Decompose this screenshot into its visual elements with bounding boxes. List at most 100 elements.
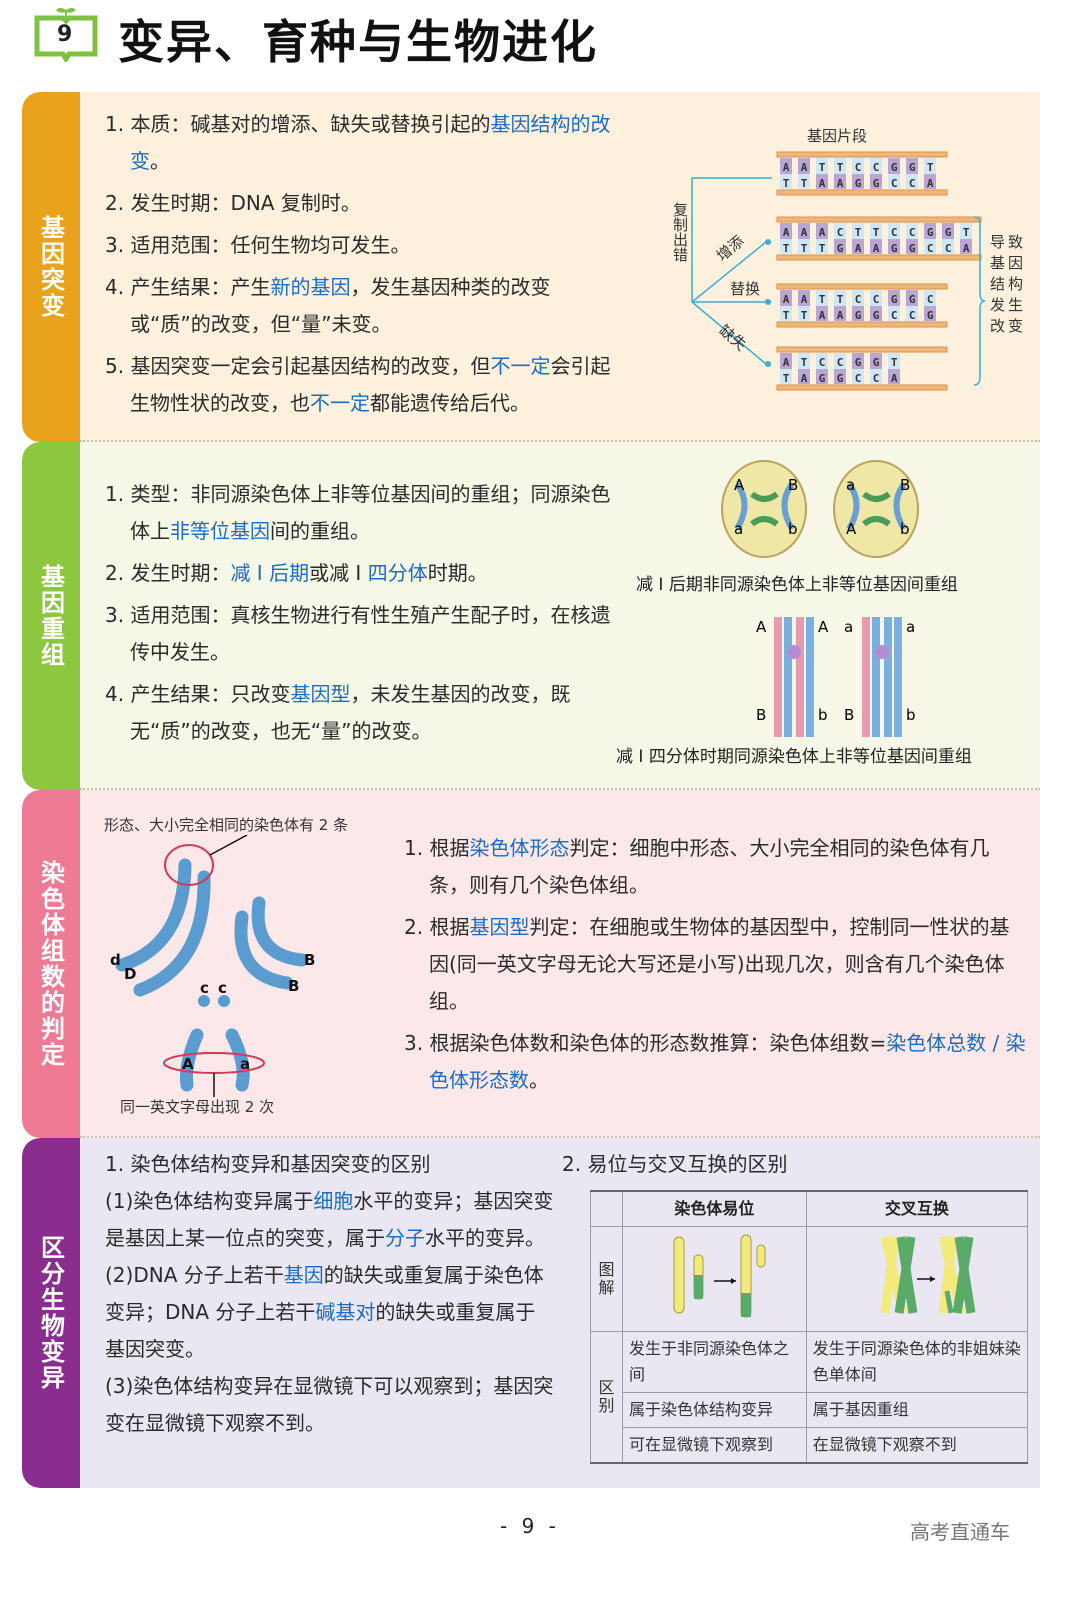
mutation-type-label: 替换 <box>730 280 760 298</box>
row-label: 区别 <box>590 1331 623 1464</box>
gene-label: a <box>906 618 915 636</box>
gene-label: a <box>846 476 855 494</box>
highlight-term: 基因型 <box>469 915 530 939</box>
result-label: 结构 <box>990 275 1026 293</box>
text-run: 或减 Ⅰ <box>309 561 368 585</box>
list-item: 4. 产生结果：只改变基因型，未发生基因的改变，既无“质”的改变，也无“量”的改… <box>105 676 630 750</box>
gene-label: b <box>818 706 828 724</box>
text-run: (1)染色体结构变异属于 <box>105 1189 314 1213</box>
highlight-term: 碱基对 <box>315 1300 376 1324</box>
arrow-icon <box>691 301 767 365</box>
figure-caption-1: 减 Ⅰ 后期非同源染色体上非等位基因间重组 <box>636 575 958 595</box>
list-item: (2)DNA 分子上若干基因的缺失或重复属于染色体变异；DNA 分子上若干碱基对… <box>105 1257 555 1368</box>
result-label: 导致 <box>990 233 1026 251</box>
text-run: 3. 适用范围：真核生物进行有性生殖产生配子时，在核遗传中发生。 <box>105 603 611 664</box>
mutated-gene-segment: ATCCGGT TAGGCCA <box>776 346 948 391</box>
text-run: 2. 发生时期：DNA 复制时。 <box>105 191 361 215</box>
brace <box>973 216 986 386</box>
text-run: 1. 根据 <box>404 836 470 860</box>
section-tab: 区分生物变异 <box>22 1138 80 1488</box>
section-tab: 基因突变 <box>22 92 80 442</box>
text-run: (3)染色体结构变异在显微镜下可以观察到；基因突变在显微镜下观察不到。 <box>105 1374 554 1435</box>
gene-label: c <box>218 979 227 997</box>
table-cell: 在显微镜下观察不到 <box>805 1427 1029 1464</box>
list-item: 4. 产生结果：产生新的基因，发生基因种类的改变或“质”的改变，但“量”未变。 <box>105 269 625 343</box>
list-item: 5. 基因突变一定会引起基因结构的改变，但不一定会引起生物性状的改变，也不一定都… <box>105 348 625 422</box>
gene-label: d <box>110 951 121 969</box>
text-run: 会引起生物性状的改变，也 <box>130 354 611 415</box>
chromosome <box>180 1028 204 1092</box>
chromosome <box>133 870 211 997</box>
text-run: 时期。 <box>427 561 488 585</box>
figure-caption-2: 减 Ⅰ 四分体时期同源染色体上非等位基因间重组 <box>616 747 972 767</box>
text-run: 判定：细胞中形态、大小完全相同的染色体有几条，则有几个染色体组。 <box>429 836 990 897</box>
gene-label: a <box>734 520 743 538</box>
page-title: 变异、育种与生物进化 <box>118 15 598 69</box>
list-item: 2. 发生时期：DNA 复制时。 <box>105 185 625 222</box>
text-run: ，未发生基因的改变，既无“质”的改变，也无“量”的改变。 <box>130 682 571 743</box>
text-run: 的缺失或重复属于染色体变异；DNA 分子上若干 <box>105 1263 544 1324</box>
text-run: ，发生基因种类的改变或“质”的改变，但“量”未变。 <box>130 275 551 336</box>
text-run: 3. 根据染色体数和染色体的形态数推算：染色体组数= <box>404 1031 887 1055</box>
gene-label: B <box>900 476 910 494</box>
text-run: (2)DNA 分子上若干 <box>105 1263 284 1287</box>
item-list: (1)染色体结构变异属于细胞水平的变异；基因突变是基因上某一位点的突变，属于分子… <box>105 1183 555 1442</box>
text-run: 都能遗传给后代。 <box>370 391 530 415</box>
left-block: 1. 染色体结构变异和基因突变的区别 (1)染色体结构变异属于细胞水平的变异；基… <box>105 1146 555 1442</box>
text-run: 水平的变异；基因突变是基因上某一位点的突变，属于 <box>105 1189 554 1250</box>
bottom-strand-sequence: TAGGCCA <box>783 372 909 385</box>
highlight-term: 不一定 <box>490 354 551 378</box>
text-run: 水平的变异。 <box>425 1226 545 1250</box>
table-row: 可在显微镜下观察到 在显微镜下观察不到 <box>590 1427 1029 1464</box>
list-item: 1. 类型：非同源染色体上非等位基因间的重组；同源染色体上非等位基因间的重组。 <box>105 476 630 550</box>
highlight-term: 不一定 <box>310 391 370 415</box>
top-strand-sequence: AATTCCGGC <box>783 293 945 306</box>
cause-label: 复制出错 <box>671 201 689 262</box>
highlight-term: 基因型 <box>290 682 351 706</box>
text-run: 。 <box>529 1068 549 1092</box>
table-cell: 发生于非同源染色体之间 <box>622 1331 807 1393</box>
chromosome <box>234 910 294 990</box>
table-row: 区别 发生于非同源染色体之间 发生于同源染色体的非姐妹染色单体间 <box>590 1331 1029 1464</box>
mutation-type-label: 增添 <box>713 232 748 265</box>
item-list: 1. 本质：碱基对的增添、缺失或替换引起的基因结构的改变。2. 发生时期：DNA… <box>105 106 625 427</box>
right-title: 2. 易位与交叉互换的区别 <box>562 1152 788 1176</box>
highlight-term: 分子 <box>385 1226 425 1250</box>
chapter-book-icon <box>34 8 98 62</box>
gene-label: B <box>788 476 798 494</box>
gene-label: a <box>844 618 853 636</box>
section-gene-mutation: 基因突变 1. 本质：碱基对的增添、缺失或替换引起的基因结构的改变。2. 发生时… <box>22 92 1040 442</box>
text-run: 间的重组。 <box>270 519 370 543</box>
highlight-term: 非等位基因 <box>170 519 270 543</box>
list-item: (3)染色体结构变异在显微镜下可以观察到；基因突变在显微镜下观察不到。 <box>105 1368 555 1442</box>
text-run: 3. 适用范围：任何生物均可发生。 <box>105 233 411 257</box>
top-strand-sequence: ATCCGGT <box>783 356 909 369</box>
gene-label: B <box>288 977 299 995</box>
chapter-number: 9 <box>57 22 73 47</box>
list-item: 2. 发生时期：减 Ⅰ 后期或减 Ⅰ 四分体时期。 <box>105 555 630 592</box>
text-run: 1. 类型：非同源染色体上非等位基因间的重组；同源染色体上 <box>105 482 611 543</box>
section-gene-recombination: 基因重组 1. 类型：非同源染色体上非等位基因间的重组；同源染色体上非等位基因间… <box>22 442 1040 790</box>
list-item: (1)染色体结构变异属于细胞水平的变异；基因突变是基因上某一位点的突变，属于分子… <box>105 1183 555 1257</box>
table-row: 属于染色体结构变异 属于基因重组 <box>591 1392 1029 1428</box>
highlight-term: 新的基因 <box>270 275 351 299</box>
top-strand-sequence: AAACTTCCGGT <box>783 226 981 239</box>
chromosome <box>225 1028 250 1092</box>
chromosome <box>115 858 192 972</box>
gene-label: B <box>304 951 315 969</box>
highlight-term: 染色体形态 <box>469 836 570 860</box>
gene-label: b <box>906 706 916 724</box>
gene-label: B <box>756 706 766 724</box>
figure-title: 基因片段 <box>807 127 868 145</box>
table-cell: 属于基因重组 <box>805 1392 1029 1428</box>
gene-label: A <box>846 520 857 538</box>
bottom-strand-sequence: TTAAGGCCG <box>783 309 945 322</box>
gene-label: A <box>182 1055 194 1073</box>
